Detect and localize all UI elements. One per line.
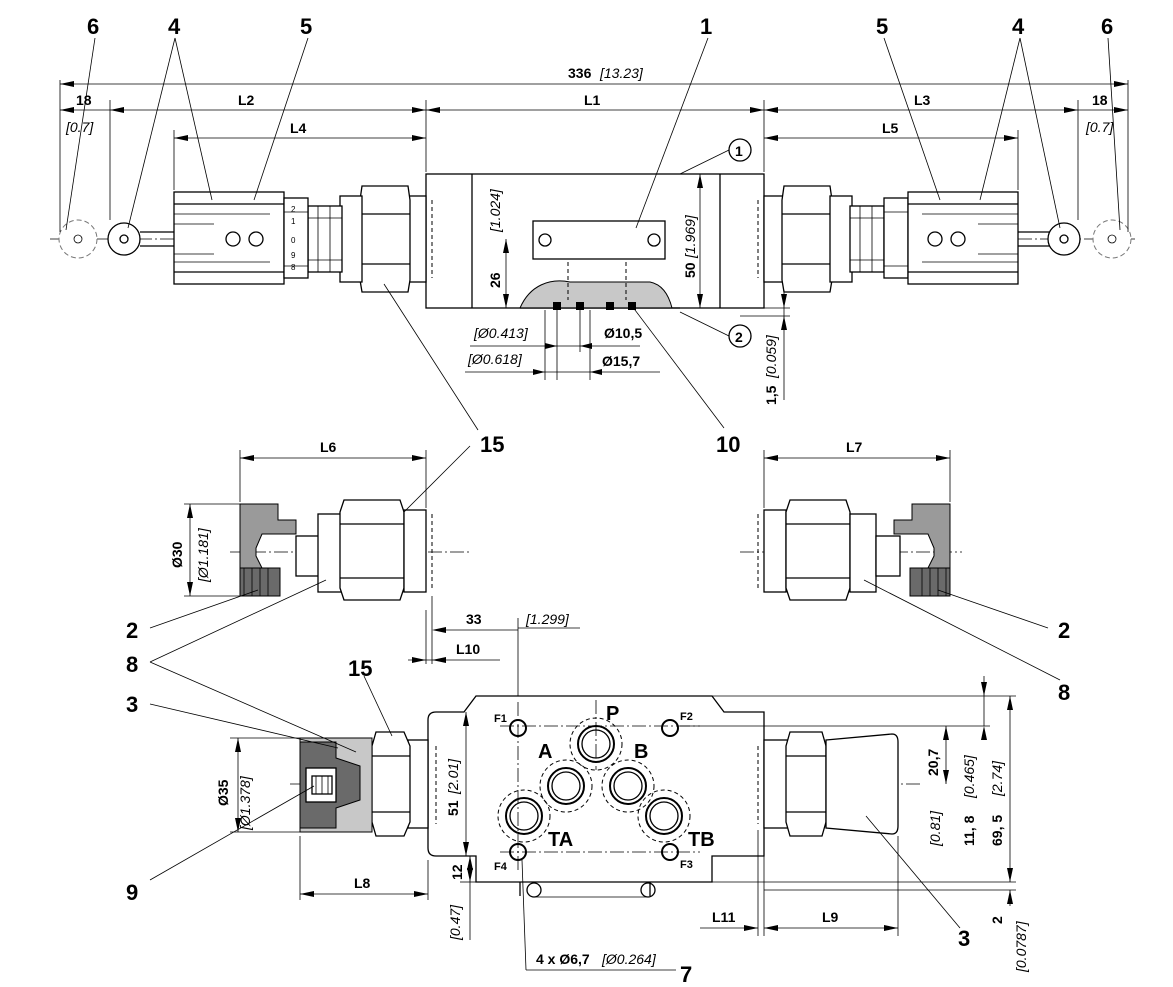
- dim-holes: 4 x Ø6,7: [536, 951, 590, 967]
- scale-mark: 0: [291, 236, 296, 245]
- dim-l8: L8: [354, 875, 371, 891]
- label-hole-f3: F3: [680, 859, 693, 871]
- dim-d35: Ø35: [215, 779, 231, 806]
- label-hole-f2: F2: [680, 711, 693, 723]
- dim-t15: 1,5: [763, 385, 779, 405]
- dim-h26-in: [1.024]: [487, 188, 503, 233]
- dim-l3: L3: [914, 92, 931, 108]
- top-view: 2 1 0 9 8: [50, 14, 1135, 457]
- callout-15-top: 15: [480, 432, 504, 457]
- callout-1: 1: [700, 14, 712, 39]
- dim-h26: 26: [487, 272, 503, 288]
- bottom-view: [149, 661, 1016, 971]
- dim-h2-in: [0.0787]: [1013, 920, 1029, 973]
- dim-h695: 69, 5: [989, 815, 1005, 846]
- port-b: [601, 759, 655, 813]
- callout-8-right: 8: [1058, 680, 1070, 705]
- label-port-a: A: [538, 741, 552, 763]
- dim-l1: L1: [584, 92, 601, 108]
- dim-h207: 20,7: [925, 749, 941, 776]
- callout-2-right: 2: [1058, 618, 1070, 643]
- label-port-tb: TB: [688, 829, 715, 851]
- dim-l5: L5: [882, 120, 899, 136]
- dim-h51: 51: [445, 800, 461, 816]
- callout-9: 9: [126, 880, 138, 905]
- dim-d105: Ø10,5: [604, 325, 642, 341]
- dim-h118: 11, 8: [961, 815, 977, 846]
- dim-overall: 336: [568, 65, 592, 81]
- middle-right-view: [740, 450, 1061, 681]
- dim-overall-in: [13.23]: [599, 65, 644, 81]
- callout-7: 7: [680, 962, 692, 987]
- dim-l7: L7: [846, 439, 863, 455]
- callout-4-left: 4: [168, 14, 181, 39]
- label-port-ta: TA: [548, 829, 573, 851]
- middle-left-view: [149, 445, 580, 720]
- dim-t15-in: [0.059]: [763, 334, 779, 379]
- callout-5-right: 5: [876, 14, 888, 39]
- callout-15-bottom: 15: [348, 656, 372, 681]
- scale-mark: 8: [291, 263, 296, 272]
- valve-body-top: [425, 173, 765, 310]
- dim-h118-in: [0.465]: [961, 754, 977, 799]
- dim-l4: L4: [290, 120, 307, 136]
- dim-h695-in: [2.74]: [989, 760, 1005, 797]
- callout-5-left: 5: [300, 14, 312, 39]
- dim-d157: Ø15,7: [602, 353, 640, 369]
- dim-end18-right-in: [0.7]: [1085, 119, 1114, 135]
- left-handwheel-top: 2 1 0 9 8: [58, 191, 309, 285]
- scale-mark: 2: [291, 205, 296, 214]
- label-port-b: B: [634, 741, 648, 763]
- dim-d105-in: [Ø0.413]: [473, 325, 529, 341]
- port-p: [569, 717, 623, 771]
- dim-h51-in: [2.01]: [445, 758, 461, 795]
- label-hole-f1: F1: [494, 713, 507, 725]
- label-port-p: P: [606, 703, 619, 725]
- top-dimensions: [59, 80, 1129, 400]
- dim-h207-in: [0.81]: [927, 810, 943, 847]
- dim-h50-in: [1.969]: [682, 214, 698, 259]
- dim-h50: 50: [682, 262, 698, 278]
- dim-l6: L6: [320, 439, 337, 455]
- callout-6-left: 6: [87, 14, 99, 39]
- dim-holes-in: [Ø0.264]: [601, 951, 657, 967]
- callout-6-right: 6: [1101, 14, 1113, 39]
- dim-s33-in: [1.299]: [525, 611, 570, 627]
- dim-s33: 33: [466, 611, 482, 627]
- port-tb: [637, 789, 691, 843]
- right-nut-top: [763, 185, 885, 293]
- dim-l11: L11: [712, 909, 736, 925]
- callout-4-right: 4: [1012, 14, 1025, 39]
- dim-d157-in: [Ø0.618]: [467, 351, 523, 367]
- dim-d30: Ø30: [169, 541, 185, 568]
- dim-d30-in: [Ø1.181]: [195, 527, 211, 583]
- scale-mark: 1: [291, 217, 296, 226]
- dim-end18-left: 18: [76, 92, 92, 108]
- left-nut-top: [307, 185, 427, 293]
- dim-l2: L2: [238, 92, 255, 108]
- callout-circle-1: 1: [735, 143, 743, 159]
- scale-mark: 9: [291, 251, 296, 260]
- label-hole-f4: F4: [494, 861, 508, 873]
- right-handwheel-top: 2 1 0 9 8: [883, 191, 1132, 285]
- callout-10: 10: [716, 432, 740, 457]
- dim-l9: L9: [822, 909, 839, 925]
- callout-circle-2: 2: [735, 329, 743, 345]
- dim-d35-in: [Ø1.378]: [237, 775, 253, 831]
- callout-8-left: 8: [126, 652, 138, 677]
- dim-end18-left-in: [0.7]: [65, 119, 94, 135]
- dim-end18-right: 18: [1092, 92, 1108, 108]
- callout-2-left: 2: [126, 618, 138, 643]
- dim-h2: 2: [989, 916, 1005, 924]
- port-a: [539, 759, 593, 813]
- dim-h12-in: [0.47]: [447, 904, 463, 941]
- port-ta: [497, 789, 551, 843]
- callout-3-right: 3: [958, 926, 970, 951]
- dim-l10: L10: [456, 641, 480, 657]
- callout-3-left: 3: [126, 692, 138, 717]
- dim-h12: 12: [449, 864, 465, 880]
